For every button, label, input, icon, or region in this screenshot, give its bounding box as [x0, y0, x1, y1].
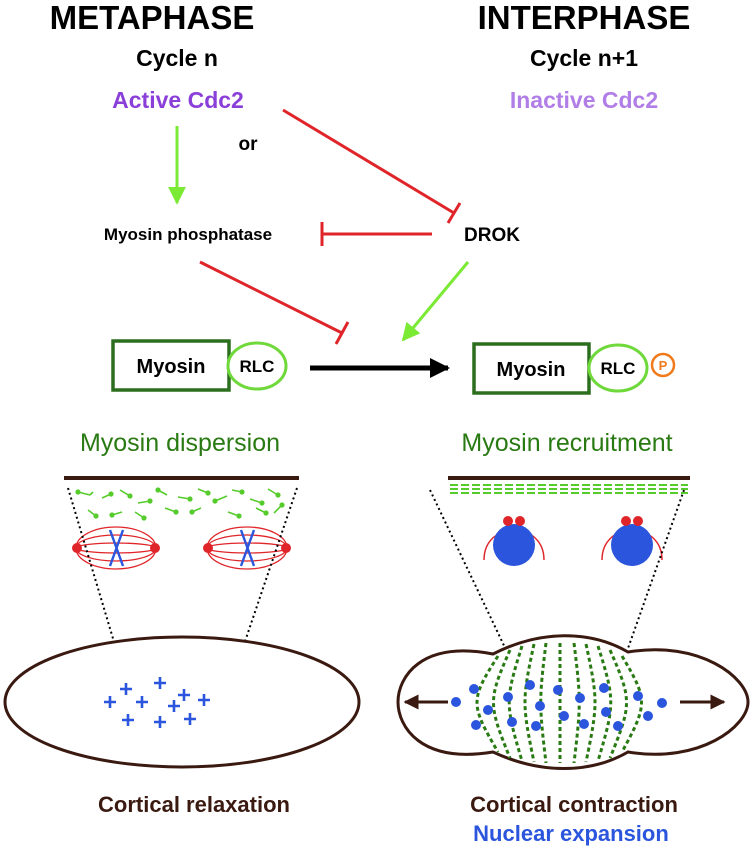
inactive-cdc2-label: Inactive Cdc2 [510, 87, 658, 113]
myosin-recruitment-title: Myosin recruitment [461, 429, 672, 457]
mitotic-spindle-left-2 [203, 526, 291, 570]
recruited-myosin-band [450, 483, 688, 496]
nuclear-expansion-caption: Nuclear expansion [473, 821, 669, 846]
myosin-unphosphorylated: Myosin RLC [111, 339, 288, 392]
cortical-contraction-caption: Cortical contraction [470, 792, 678, 817]
myosin-phosphorylated: Myosin RLC P [472, 342, 676, 395]
mitotic-spindle-left-1 [72, 526, 160, 570]
metaphase-cycle: Cycle n [136, 45, 218, 71]
cortical-relaxation-caption: Cortical relaxation [98, 792, 290, 817]
interphase-nucleus-2 [601, 516, 663, 566]
active-cdc2-label: Active Cdc2 [112, 87, 244, 113]
dispersed-myosin-filaments [75, 487, 285, 521]
drok-label: DROK [464, 225, 520, 246]
embryo-outline-left [3, 635, 361, 769]
myosin-phosphatase-label: Myosin phosphatase [104, 225, 272, 244]
rlc-label-left: RLC [240, 357, 275, 376]
zoom-line-left-b [235, 487, 298, 669]
interphase-nuclei-dots [451, 680, 667, 731]
interphase-embryo [396, 634, 750, 770]
zoom-line-right-b [625, 489, 685, 655]
phosphate-circle [650, 352, 676, 378]
interphase-nucleus-1 [483, 516, 545, 566]
mitotic-nuclei-crosses [104, 677, 210, 728]
drok-inhibits-phosphatase [320, 222, 432, 246]
rlc-circle-left [226, 341, 288, 391]
interphase-cortex-detail [429, 476, 690, 655]
interphase-title: INTERPHASE [478, 0, 691, 36]
phosphatase-inhibits-phosphorylation [199, 260, 350, 345]
metaphase-title: METAPHASE [50, 0, 255, 36]
rlc-label-right: RLC [601, 359, 636, 378]
phosphate-label: P [659, 358, 668, 373]
zoom-line-right-a [429, 489, 509, 655]
or-label: or [239, 134, 259, 155]
myosin-dispersion-title: Myosin dispersion [80, 429, 280, 457]
myosin-label-right: Myosin [497, 359, 566, 381]
interphase-cycle: Cycle n+1 [530, 45, 638, 71]
myosin-box-left [111, 339, 231, 392]
embryo-outline-right [396, 634, 750, 770]
myosin-label-left: Myosin [137, 356, 206, 378]
metaphase-embryo [3, 635, 361, 769]
cdc2-inhibits-drok [282, 108, 462, 224]
rlc-circle-right [587, 343, 649, 393]
drok-activates-phosphorylation-arrow [401, 261, 470, 342]
